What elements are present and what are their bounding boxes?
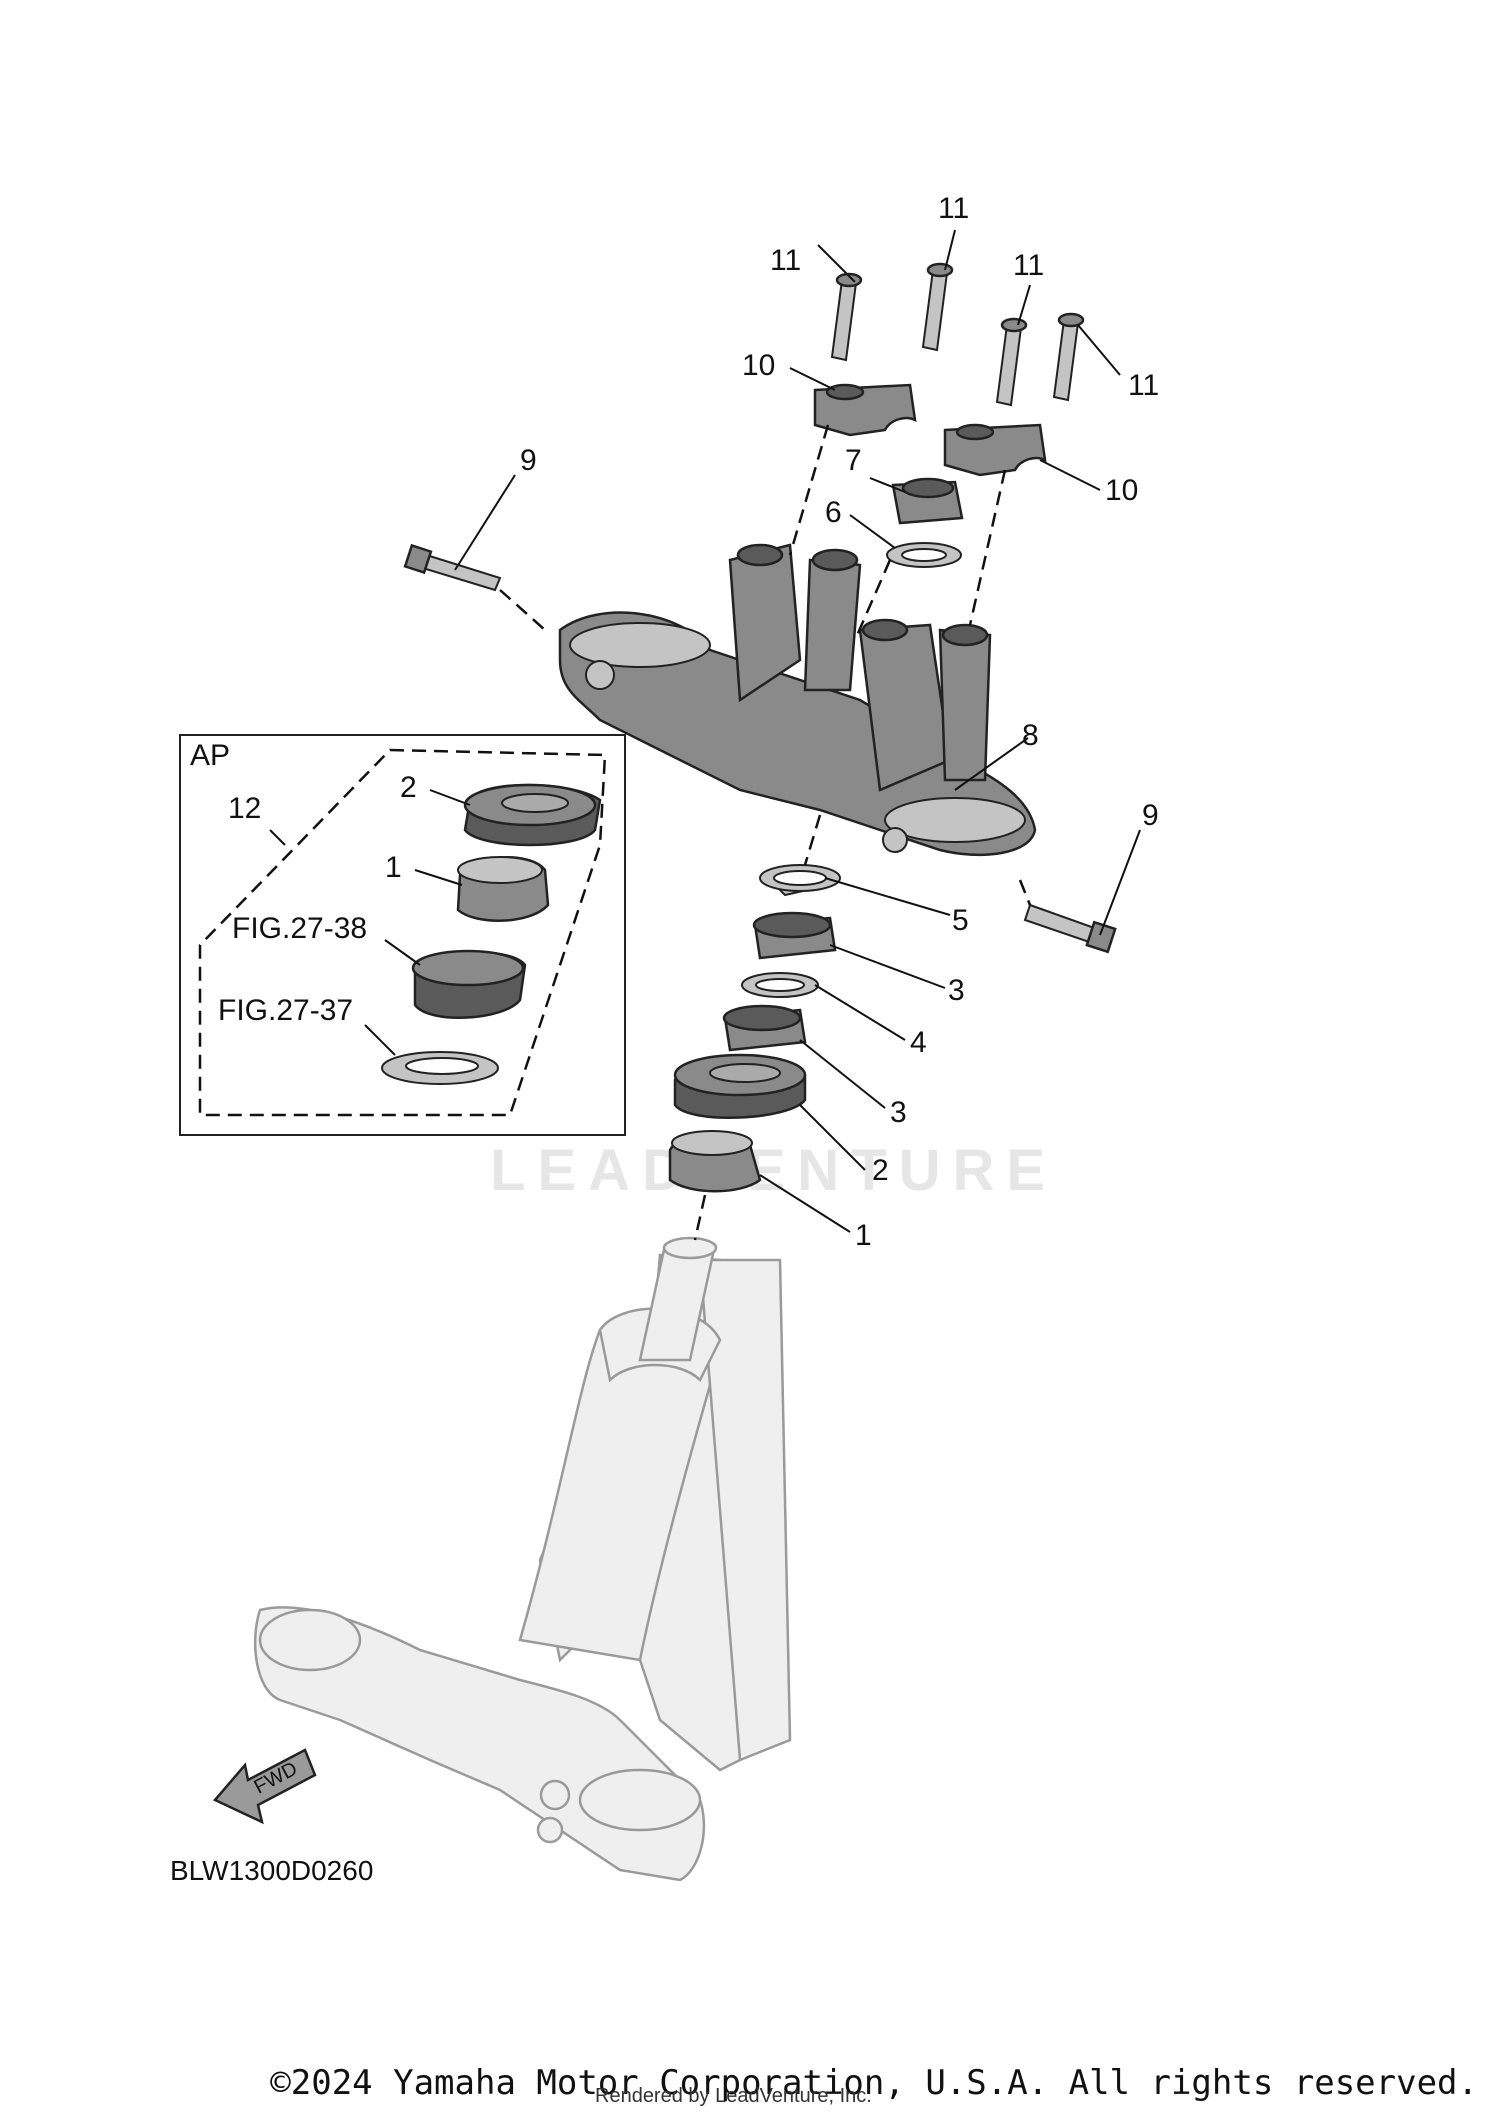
callout-9-right: 9 — [1142, 799, 1159, 832]
callout-11-right: 11 — [1013, 249, 1044, 282]
watermark-text: LEADVENTURE — [490, 1138, 1057, 1203]
steering-nut-and-washer — [886, 477, 964, 568]
callout-fig-27-37: FIG.27-37 — [218, 994, 353, 1027]
callout-12: 12 — [228, 792, 261, 825]
callout-5: 5 — [952, 904, 969, 937]
callout-4: 4 — [910, 1026, 927, 1059]
callout-1-inset: 1 — [385, 851, 402, 884]
handlebar-holders — [813, 383, 1047, 477]
callout-2-inset: 2 — [400, 771, 417, 804]
handlebar-bolts — [830, 262, 1085, 407]
callout-11-top: 11 — [938, 192, 969, 225]
fwd-arrow: FWD — [212, 1748, 317, 1825]
callout-11-far-right: 11 — [1128, 369, 1159, 402]
callout-2: 2 — [872, 1154, 889, 1187]
frame-ghost — [254, 1236, 792, 1882]
rendered-by-credit: Rendered by LeadVenture, Inc. — [595, 2085, 872, 2107]
callout-3-lower: 3 — [890, 1096, 907, 1129]
upper-triple-clamp — [558, 543, 1037, 856]
inset-label: AP — [190, 739, 230, 772]
callout-10-right: 10 — [1105, 474, 1138, 507]
inset-ap-box: AP — [179, 734, 626, 1136]
callout-6: 6 — [825, 496, 842, 529]
callout-8: 8 — [1022, 719, 1039, 752]
callout-11-left: 11 — [770, 244, 801, 277]
leader-lines — [269, 229, 1141, 1233]
callout-7: 7 — [845, 444, 862, 477]
pinch-bolts — [403, 543, 1117, 954]
figure-code: BLW1300D0260 — [170, 1855, 373, 1886]
copyright-notice: ©2024 Yamaha Motor Corporation, U.S.A. A… — [270, 2063, 1478, 2103]
assembly-center-lines — [499, 424, 1032, 1241]
callout-numbers: 11 11 11 11 10 10 7 6 9 8 9 5 3 4 3 2 1 … — [218, 192, 1159, 1252]
callout-1: 1 — [855, 1219, 872, 1252]
callout-9-left: 9 — [520, 444, 537, 477]
callout-3-upper: 3 — [948, 974, 965, 1007]
callout-fig-27-38: FIG.27-38 — [232, 912, 367, 945]
bearing-stack — [668, 864, 841, 1193]
callout-10-left: 10 — [742, 349, 775, 382]
